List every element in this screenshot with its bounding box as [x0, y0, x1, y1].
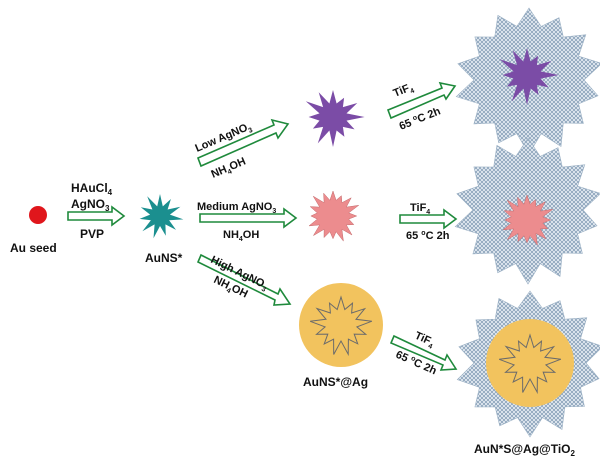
step1-reagent-agno3: AgNO3	[71, 197, 110, 213]
tif4-route-1: TiF4 65 oC 2h	[386, 81, 457, 133]
low-route-reagent: NH4OH	[209, 156, 248, 183]
tif4-arrow-3	[389, 334, 458, 371]
final-low-star-core	[499, 48, 559, 105]
low-agno3-star-particle	[305, 90, 365, 147]
auns-label: AuNS*	[145, 251, 183, 265]
tif4-arrow-2	[399, 208, 458, 230]
tif4-arrow-1	[386, 81, 457, 120]
final-embedded-star-outline	[499, 333, 562, 395]
embedded-star-outline	[310, 295, 373, 357]
au-seed-label: Au seed	[10, 241, 57, 255]
tif4-label-1: TiF4	[392, 81, 416, 102]
high-agno3-route: High AgNO3 NH4OH	[196, 253, 292, 306]
core-shell-label: AuNS*@Ag	[303, 375, 368, 389]
condition-label-2: 65 oC 2h	[406, 230, 450, 242]
au-seed-particle	[29, 206, 47, 224]
final-medium-star-core	[502, 194, 554, 246]
final-ag-sphere	[486, 319, 574, 407]
medium-route-label: Medium AgNO3	[197, 201, 276, 215]
tif4-route-2: TiF4 65 oC 2h	[399, 202, 458, 242]
auns-ag-core-shell-particle	[299, 283, 383, 367]
medium-route-reagent: NH4OH	[223, 229, 259, 243]
tif4-route-3: TiF4 65 oC 2h	[389, 330, 458, 378]
step1-arrow	[67, 205, 126, 227]
low-agno3-route: Low AgNO3 NH4OH	[193, 118, 290, 183]
low-route-arrow	[196, 118, 290, 168]
ag-sphere	[299, 283, 383, 367]
medium-agno3-star-particle	[308, 190, 360, 242]
step1-reagent-haucl4: HAuCl4	[71, 181, 113, 197]
auns-star-particle	[139, 194, 184, 239]
medium-route-arrow	[199, 207, 298, 229]
final-product-label: AuN*S@Ag@TiO2	[474, 442, 576, 458]
step1-reagent-pvp: PVP	[80, 227, 104, 241]
high-route-arrow	[196, 253, 292, 306]
tif4-label-2: TiF4	[410, 202, 430, 216]
medium-agno3-route: Medium AgNO3 NH4OH	[197, 201, 298, 243]
